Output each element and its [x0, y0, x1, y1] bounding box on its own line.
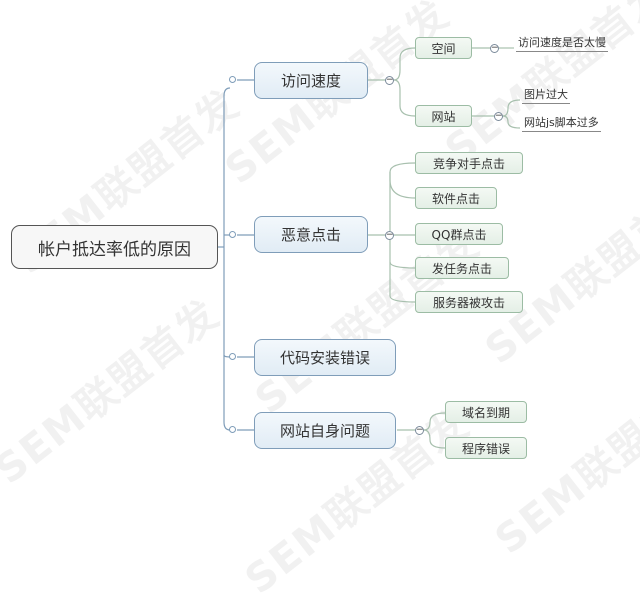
leaf-too-many-js[interactable]: 网站js脚本过多 — [522, 114, 601, 132]
branch-malicious-clicks[interactable]: 恶意点击 — [254, 216, 368, 253]
subnode-task-clicks[interactable]: 发任务点击 — [415, 257, 509, 279]
subnode-competitor-clicks[interactable]: 竞争对手点击 — [415, 152, 523, 174]
subnode-server-attacked[interactable]: 服务器被攻击 — [415, 291, 523, 313]
collapse-toggle-icon[interactable]: − — [385, 230, 394, 240]
subnode-label: 发任务点击 — [431, 261, 492, 276]
branch-label: 恶意点击 — [280, 226, 341, 244]
subnode-qq-group-clicks[interactable]: QQ群点击 — [415, 223, 503, 245]
connector-dot — [229, 426, 236, 433]
subnode-domain-expired[interactable]: 域名到期 — [445, 401, 527, 423]
branch-site-issues[interactable]: 网站自身问题 — [254, 412, 396, 449]
connector-dot — [229, 353, 236, 360]
leaf-speed-too-slow[interactable]: 访问速度是否太慢 — [516, 34, 608, 52]
connector-lines — [218, 47, 521, 449]
branch-label: 访问速度 — [280, 72, 341, 90]
connector-dot — [229, 231, 236, 238]
subnode-website[interactable]: 网站 — [415, 105, 472, 127]
subnode-space[interactable]: 空间 — [415, 37, 472, 59]
subnode-label: 域名到期 — [461, 405, 510, 420]
root-node[interactable]: 帐户抵达率低的原因 — [11, 225, 218, 269]
branch-label: 代码安装错误 — [279, 349, 370, 367]
leaf-images-too-large[interactable]: 图片过大 — [522, 86, 570, 104]
subnode-label: 空间 — [431, 41, 456, 56]
branch-code-install-error[interactable]: 代码安装错误 — [254, 339, 396, 376]
subnode-software-clicks[interactable]: 软件点击 — [415, 187, 497, 209]
connector-dot — [229, 76, 236, 83]
branch-access-speed[interactable]: 访问速度 — [254, 62, 368, 99]
subnode-program-error[interactable]: 程序错误 — [445, 437, 527, 459]
subnode-label: 程序错误 — [461, 441, 510, 456]
collapse-toggle-icon[interactable]: − — [490, 43, 499, 53]
root-label: 帐户抵达率低的原因 — [38, 239, 191, 260]
subnode-label: 网站 — [431, 109, 456, 124]
subnode-label: 竞争对手点击 — [432, 156, 505, 171]
subnode-label: 软件点击 — [431, 191, 480, 206]
collapse-toggle-icon[interactable]: − — [494, 111, 503, 121]
branch-label: 网站自身问题 — [279, 422, 370, 440]
subnode-label: 服务器被攻击 — [432, 295, 505, 310]
collapse-toggle-icon[interactable]: − — [385, 75, 394, 85]
collapse-toggle-icon[interactable]: − — [415, 425, 424, 435]
subnode-label: QQ群点击 — [431, 227, 487, 242]
